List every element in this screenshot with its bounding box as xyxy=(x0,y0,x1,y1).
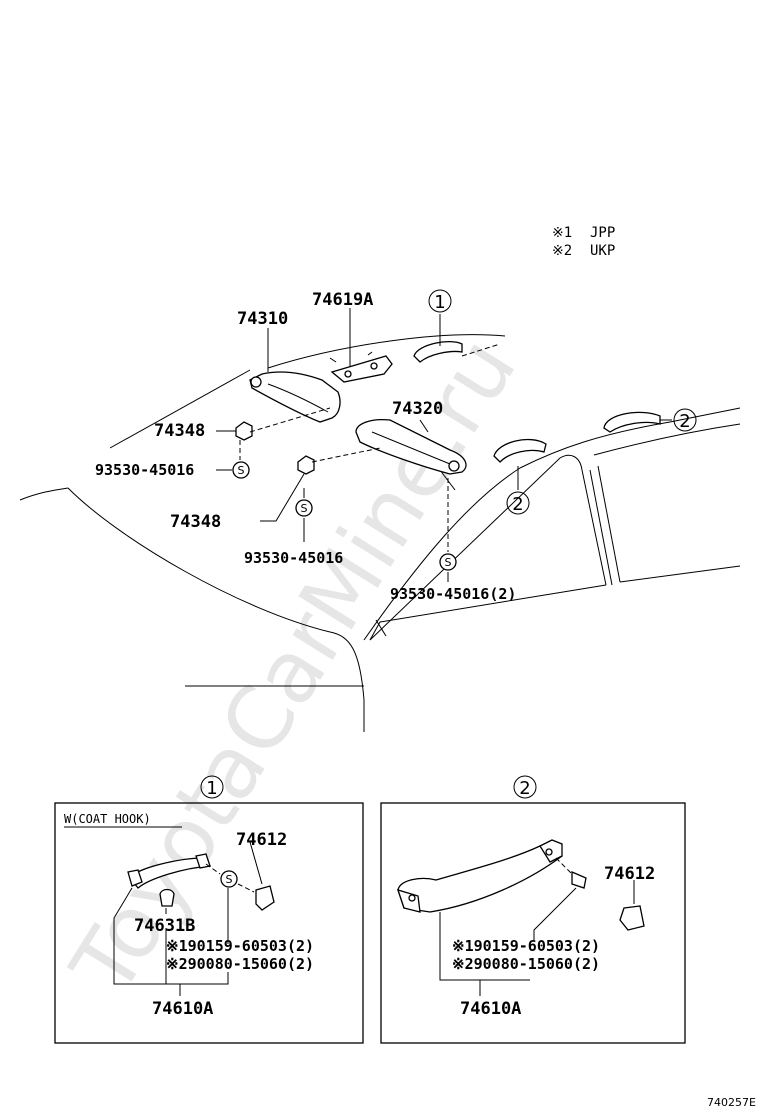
visor-holder-upper xyxy=(235,421,253,441)
callout-2-main-b: 2 xyxy=(506,491,530,515)
detail-1-box xyxy=(54,802,364,1044)
label-74619a: 74619A xyxy=(312,290,373,310)
detail-1-coat-hook xyxy=(159,888,175,907)
screw-symbol-left: S xyxy=(232,461,250,479)
label-screw-right: 93530-45016(2) xyxy=(390,585,516,603)
leader-lines xyxy=(216,308,672,582)
figure-reference: 740257E xyxy=(707,1096,756,1109)
legend: ※1 JPP ※2 UKP xyxy=(552,225,615,259)
visor-holder-lower xyxy=(297,455,315,475)
label-74348-lower: 74348 xyxy=(170,512,221,532)
detail-2-screw xyxy=(571,871,587,889)
legend-text-2: UKP xyxy=(590,243,615,259)
vehicle-outline xyxy=(19,334,741,732)
legend-mark-2: ※2 xyxy=(552,243,572,259)
detail-1-title: W(COAT HOOK) xyxy=(64,812,151,826)
detail-2-label-screw-2: ※290080-15060(2) xyxy=(452,955,600,973)
watermark: ToyotaCarMine.ru xyxy=(52,321,535,1012)
svg-text:1: 1 xyxy=(206,778,217,799)
screw-symbol-right: S xyxy=(439,553,457,571)
assist-grip-rear-left xyxy=(493,438,547,463)
detail-1-screw-symbol: S xyxy=(220,870,238,888)
label-74310: 74310 xyxy=(237,309,288,329)
svg-text:S: S xyxy=(226,873,233,886)
detail-1-label-74612: 74612 xyxy=(236,830,287,850)
svg-text:S: S xyxy=(445,556,452,569)
detail-2-label-74612: 74612 xyxy=(604,864,655,884)
assist-grip-front xyxy=(413,341,463,363)
callout-2-main-a: 2 xyxy=(673,408,697,432)
assembly-lines xyxy=(239,343,501,552)
svg-text:S: S xyxy=(301,502,308,515)
legend-mark-1: ※1 xyxy=(552,225,572,241)
svg-text:2: 2 xyxy=(512,494,523,515)
label-74320: 74320 xyxy=(392,399,443,419)
svg-text:2: 2 xyxy=(519,778,530,799)
svg-text:1: 1 xyxy=(434,292,445,313)
visor-holder-bracket xyxy=(329,351,393,383)
label-screw-center: 93530-45016 xyxy=(244,549,343,567)
sun-visor-right xyxy=(355,418,467,475)
detail-2-label-74610a: 74610A xyxy=(460,999,521,1019)
svg-text:2: 2 xyxy=(679,411,690,432)
detail-2-cover xyxy=(619,905,645,931)
detail-2-label-screw-1: ※190159-60503(2) xyxy=(452,937,600,955)
screw-symbol-center: S xyxy=(295,499,313,517)
detail-1-cover xyxy=(255,885,275,911)
detail-1-label-screw-2: ※290080-15060(2) xyxy=(166,955,314,973)
sun-visor-left xyxy=(249,371,341,423)
label-74348-upper: 74348 xyxy=(154,421,205,441)
detail-2-grip xyxy=(396,839,563,913)
detail-2-header: 2 xyxy=(513,775,537,799)
detail-2-box xyxy=(380,802,686,1044)
svg-text:S: S xyxy=(238,464,245,477)
detail-1-label-screw-1: ※190159-60503(2) xyxy=(166,937,314,955)
legend-text-1: JPP xyxy=(590,225,615,241)
detail-1-header: 1 xyxy=(200,775,224,799)
callout-1-main: 1 xyxy=(428,289,452,313)
detail-1-label-74631b: 74631B xyxy=(134,916,195,936)
detail-1-label-74610a: 74610A xyxy=(152,999,213,1019)
label-screw-left: 93530-45016 xyxy=(95,461,194,479)
